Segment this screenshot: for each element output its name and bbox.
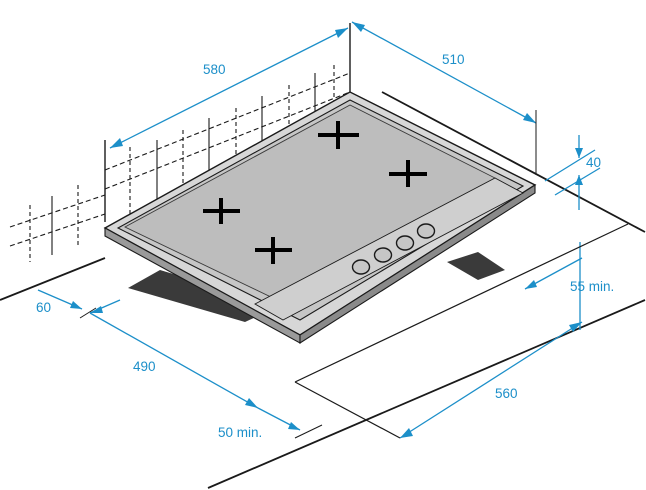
- burner-rear-center: [318, 121, 359, 149]
- label-front-clearance: 50 min.: [218, 425, 262, 440]
- dimension-labels: 580 510 40 55 min. 60 490 560 50 min.: [36, 52, 614, 440]
- worktop-back-right-edge: [381, 91, 646, 233]
- knob-4: [416, 223, 436, 239]
- label-hob-height: 40: [586, 155, 601, 170]
- dim-hob-depth-line: [351, 21, 537, 175]
- knob-2: [373, 247, 393, 263]
- label-hob-depth: 510: [442, 52, 465, 67]
- control-knobs: [351, 223, 436, 275]
- dim-cutout-depth-line: [79, 307, 259, 409]
- knob-3: [395, 235, 415, 251]
- wall-horizontal-lines: [9, 72, 351, 247]
- hob: [103, 91, 537, 345]
- burner-right: [389, 160, 427, 187]
- cutout-left-guide: [294, 381, 401, 439]
- cutout-shadow-right: [447, 252, 505, 280]
- label-left-margin: 60: [36, 300, 51, 315]
- dim-hob-width-line: [109, 27, 349, 149]
- hob-right-side: [299, 183, 536, 345]
- worktop-back-left-edge: [0, 257, 106, 301]
- worktop: [0, 91, 646, 489]
- burner-front: [255, 237, 292, 264]
- cutout-guides: [294, 223, 629, 439]
- label-cutout-depth: 490: [133, 359, 156, 374]
- burners: [203, 121, 427, 264]
- dim-cutout-width-line: [399, 321, 583, 439]
- dim-hob-height-line: [544, 135, 601, 210]
- burner-left: [203, 198, 240, 224]
- dim-rear-clearance-line: [524, 242, 583, 330]
- dim-front-clearance-line: [257, 407, 323, 439]
- label-rear-clearance: 55 min.: [570, 279, 614, 294]
- label-cutout-width: 560: [495, 386, 518, 401]
- cutout-front-guide: [294, 223, 629, 383]
- control-panel: [254, 177, 524, 321]
- dimension-lines: [37, 21, 601, 439]
- label-hob-width: 580: [203, 62, 226, 77]
- knob-1: [351, 259, 371, 275]
- dim-left-margin-line: [37, 289, 121, 314]
- worktop-front-edge: [207, 299, 646, 489]
